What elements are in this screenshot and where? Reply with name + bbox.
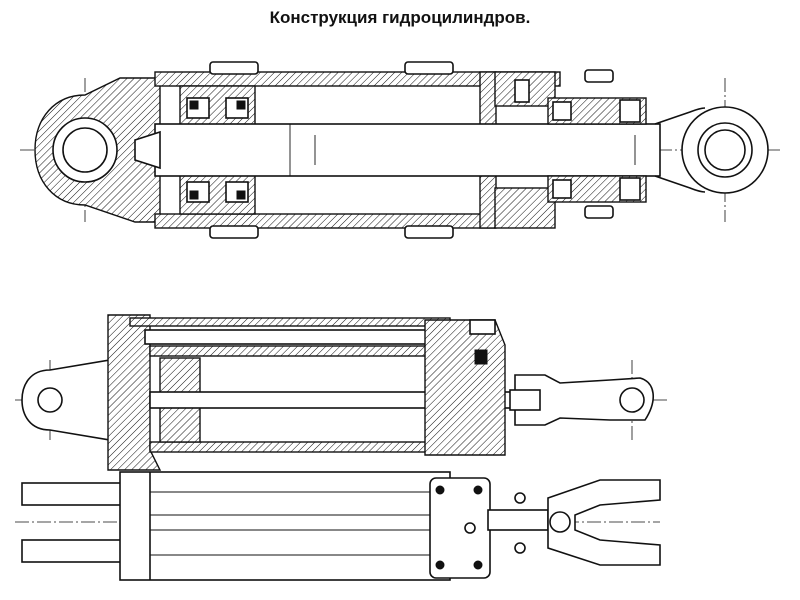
barrel-wall-top [154,71,561,87]
middle-section-view [15,314,670,471]
clamp-top-middle [404,61,454,75]
middle-rear-cap [107,314,162,471]
rod-nut [134,130,161,170]
middle-barrel-top [149,345,431,357]
clamp-top-left [209,61,259,75]
middle-tie-rod [144,329,446,345]
middle-front-cap [424,319,506,456]
middle-barrel-bottom [149,441,431,453]
bottom-external-view [15,471,661,581]
fitting-top [514,79,530,103]
right-rod-eye-neck [654,107,706,193]
bottom-cylinder-body [119,471,451,581]
clamp-bottom-middle [404,225,454,239]
diagram-title: Конструкция гидроцилиндров. [269,8,531,27]
middle-rod-fork [514,374,654,426]
clamp-bottom-left [209,225,259,239]
bottom-right-fork [547,479,661,566]
right-rod-eye [681,106,769,194]
top-section-view [20,61,780,239]
middle-left-eye [21,359,111,441]
bottom-rod [487,509,549,531]
piston-rod [154,123,661,177]
